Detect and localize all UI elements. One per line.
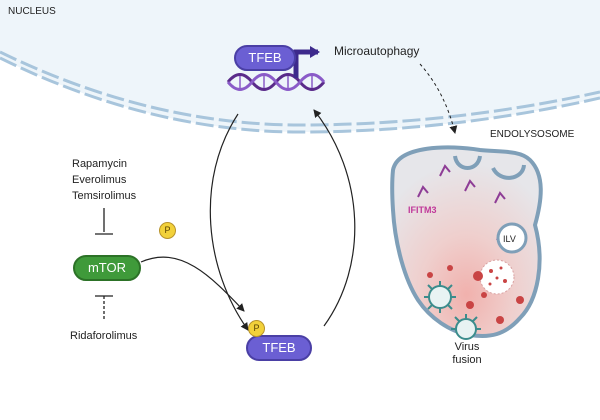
nuclear-membrane-inner [0,50,600,127]
degradation-vesicle [479,259,515,295]
phosphate-badge-free: P [159,222,176,239]
drug-rapamycin: Rapamycin [72,158,128,170]
virus-particle [424,281,456,313]
tfeb-export-arrow [209,113,249,331]
inhibition-bar-ridaforolimus [95,295,113,320]
drug-ridaforolimus: Ridaforolimus [70,330,138,342]
tfeb-nuclear-pill: TFEB [234,45,296,71]
microautophagy-label: Microautophagy [334,44,420,58]
tfeb-import-arrow [313,109,356,327]
endolysosome-label: ENDOLYSOSOME [490,129,575,140]
fusing-virus [451,314,481,340]
tfeb-cytoplasmic-pill: TFEB [246,335,312,361]
transcription-arrow [293,46,320,78]
mtor-pill: mTOR [73,255,141,281]
inhibition-bar-upstream [95,208,113,235]
nuclear-membrane-outer [0,56,600,134]
virus-fusion-label-line2: fusion [452,354,482,366]
phosphorylation-arrow [140,256,245,312]
ifitm3-label: IFITM3 [408,205,437,215]
virus-fusion-label-line1: Virus [454,341,480,353]
ilv-label: ILV [503,234,516,244]
drug-everolimus: Everolimus [72,174,127,186]
drug-temsirolimus: Temsirolimus [72,190,137,202]
dna-helix [226,73,326,91]
nucleus-region [0,0,600,132]
phosphate-badge-tfeb: P [248,320,265,337]
microautophagy-arrow [419,63,458,134]
ilv-vesicle [496,222,528,254]
nucleus-label: NUCLEUS [8,6,56,17]
